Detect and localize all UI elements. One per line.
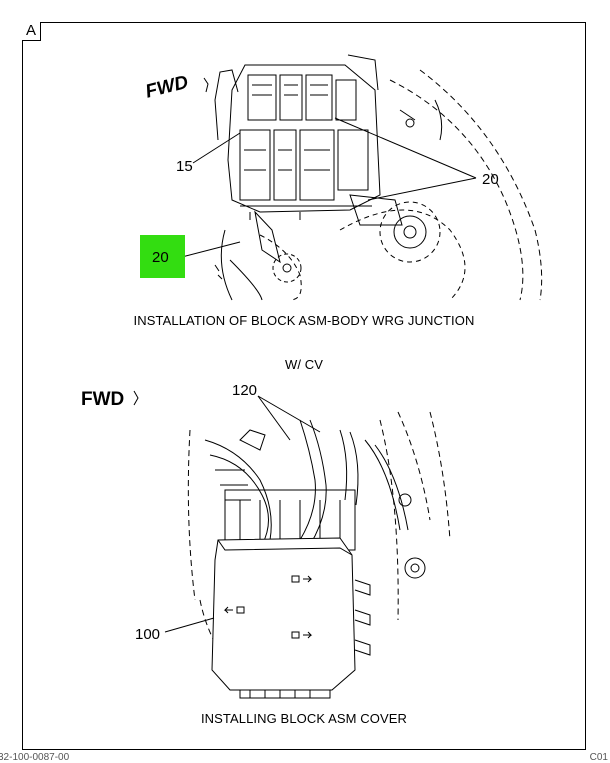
callout-20-highlight: 20	[152, 249, 169, 266]
block-cover-illustration	[164, 395, 451, 699]
figure-code: C01	[589, 752, 608, 763]
middle-caption: W/ CV	[284, 357, 324, 372]
bottom-caption: INSTALLING BLOCK ASM COVER	[200, 711, 408, 726]
callout-120: 120	[232, 382, 258, 399]
forward-indicator-bottom: FWD	[81, 389, 125, 410]
callout-100: 100	[135, 626, 161, 643]
figure-number: 32-100-0087-00	[0, 752, 70, 763]
highlighted-callout-20: 20	[140, 235, 185, 278]
junction-block-illustration	[177, 54, 543, 301]
callout-20-right: 20	[482, 171, 499, 188]
figure-frame	[22, 22, 586, 750]
view-label: A	[22, 22, 41, 41]
top-caption: INSTALLATION OF BLOCK ASM-BODY WRG JUNCT…	[133, 313, 475, 328]
callout-15: 15	[176, 158, 193, 175]
